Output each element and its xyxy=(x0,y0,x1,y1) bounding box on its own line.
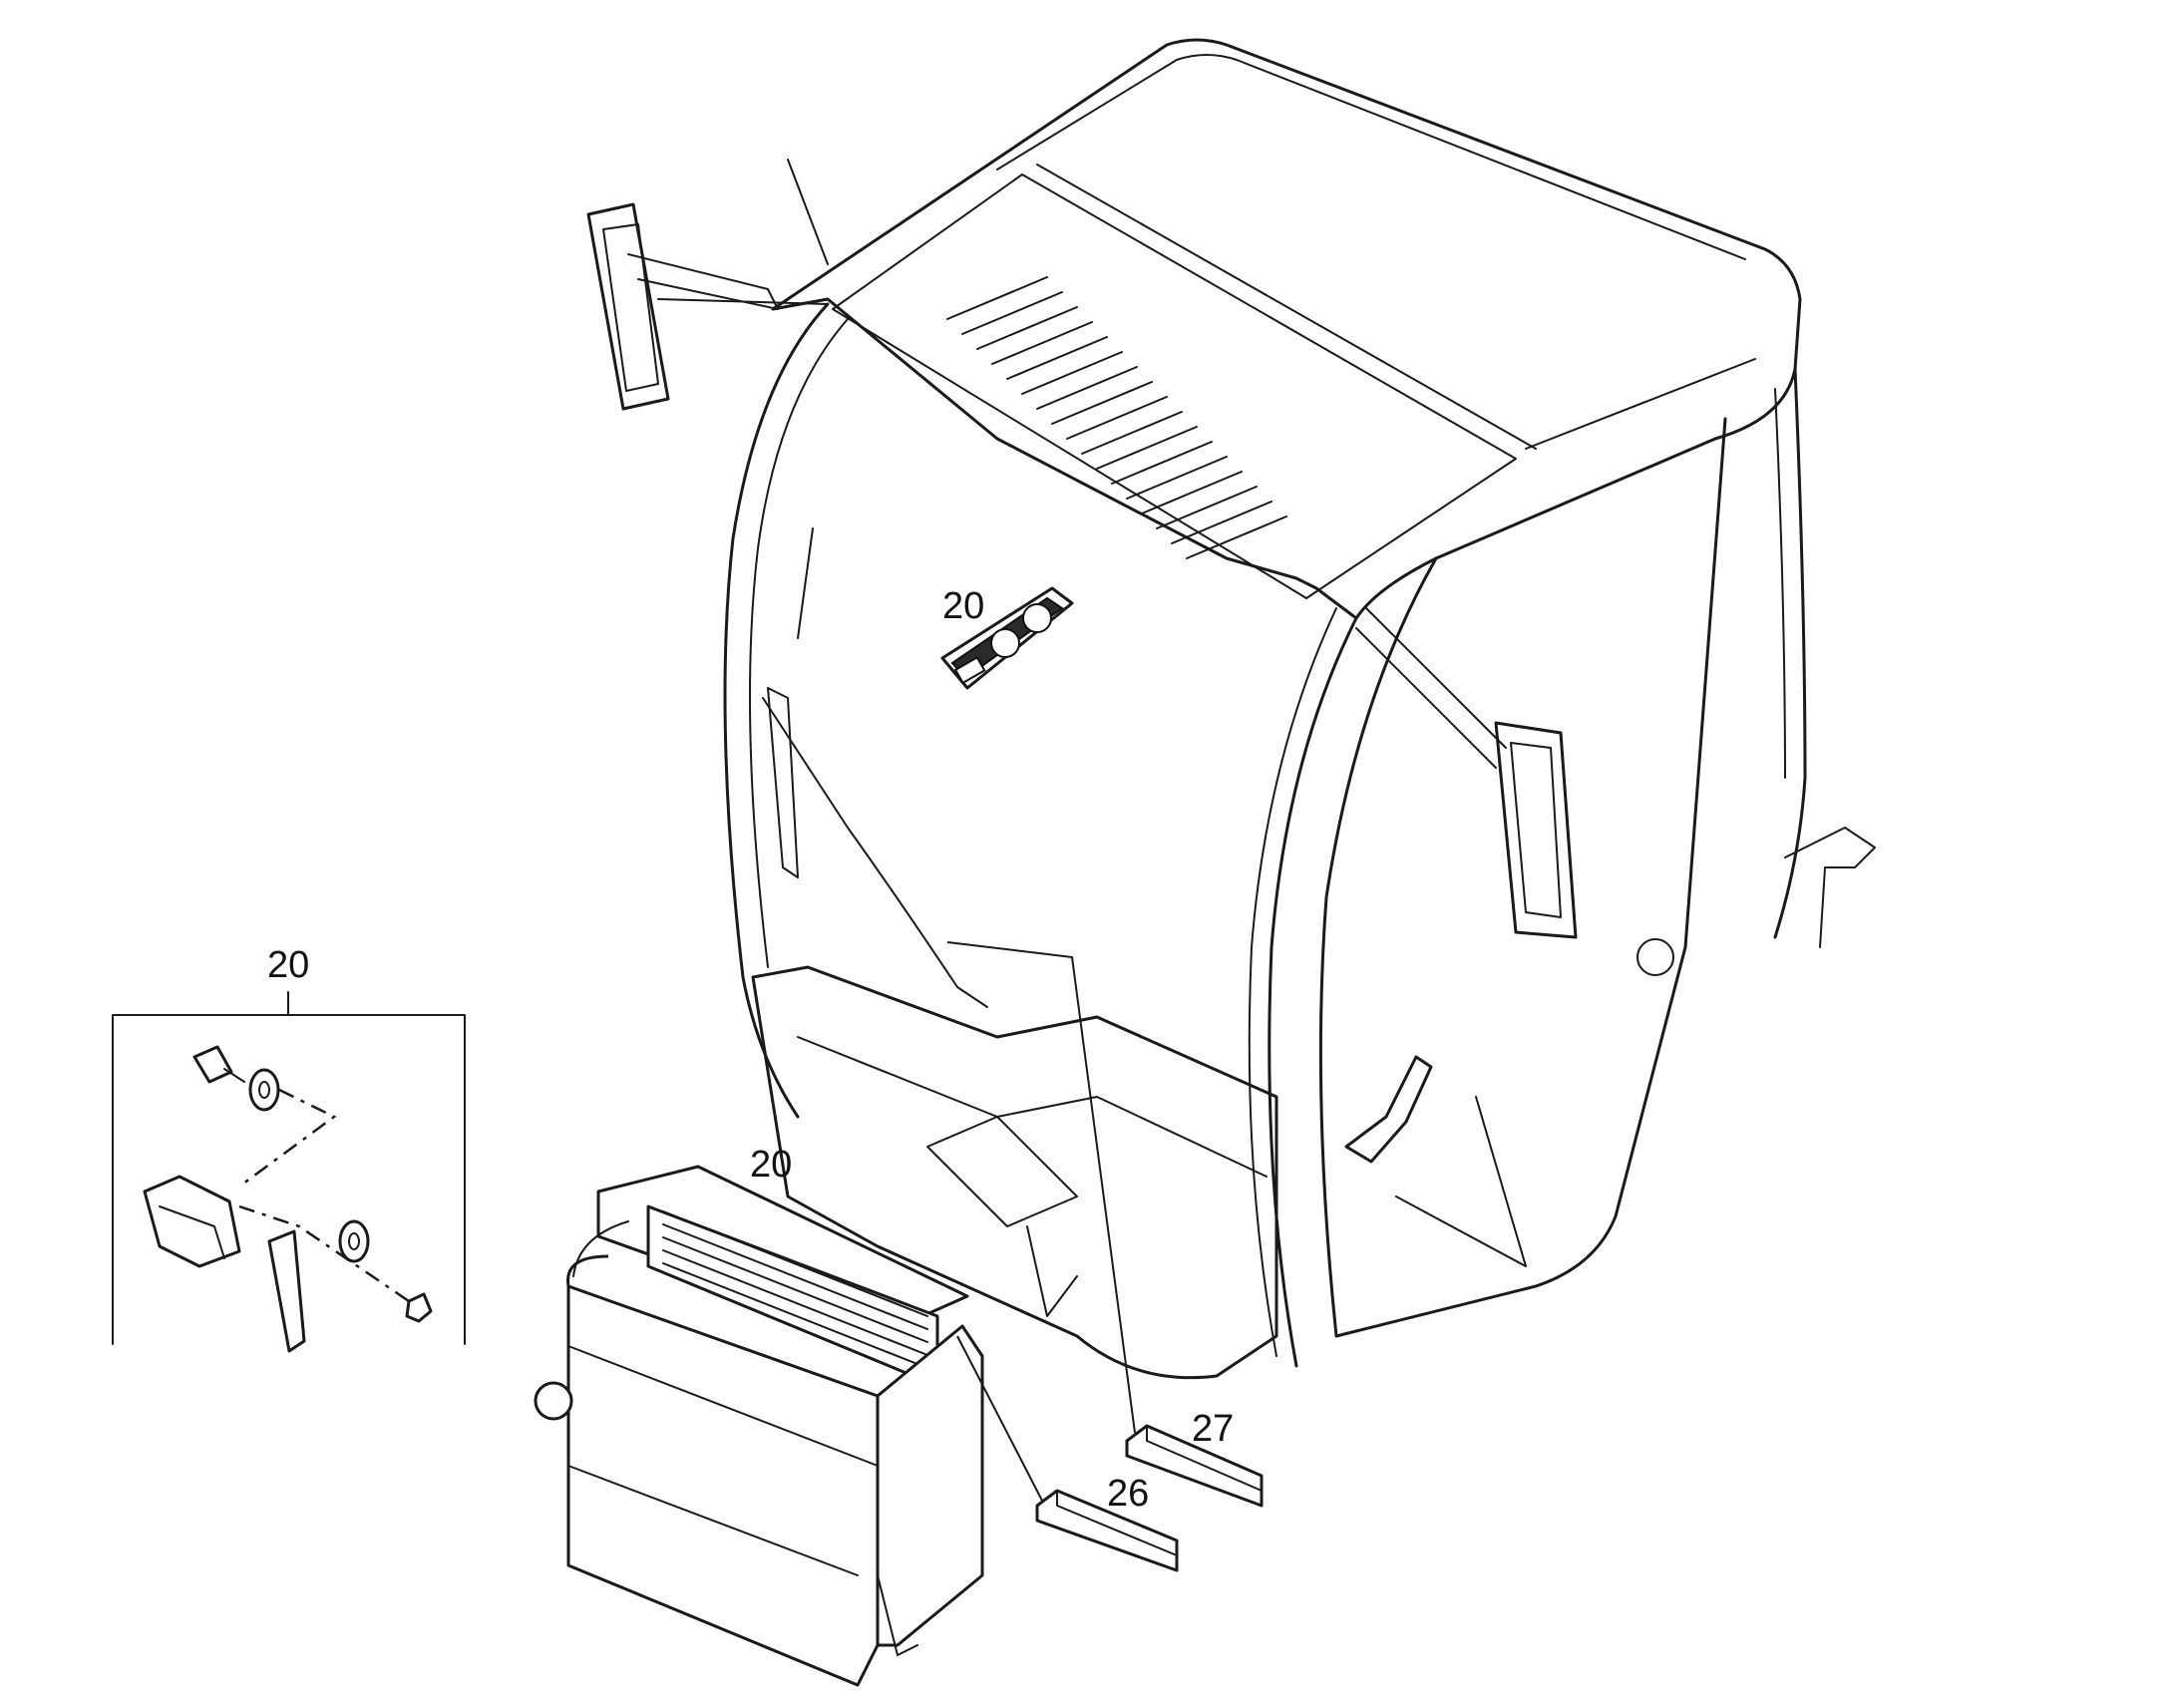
heater-unit xyxy=(534,1165,984,1687)
callout-control-panel: 20 xyxy=(942,585,984,627)
leader-27 xyxy=(946,941,1136,1434)
callout-filter-26: 26 xyxy=(1107,1473,1149,1515)
filter-26 xyxy=(1035,1489,1179,1572)
leader-26 xyxy=(956,1335,1043,1502)
antenna xyxy=(787,159,829,265)
callout-filter-27: 27 xyxy=(1192,1408,1234,1450)
callout-valve-kit: 20 xyxy=(267,944,309,986)
cab-body xyxy=(723,38,1807,1380)
filter-27 xyxy=(1125,1424,1264,1508)
roof-vents xyxy=(946,276,1287,559)
left-mirror xyxy=(586,202,829,411)
rear-bracket xyxy=(1784,827,1876,948)
callout-heater-unit: 20 xyxy=(750,1144,792,1186)
control-panel xyxy=(940,586,1074,690)
valve-kit-box xyxy=(112,991,466,1353)
right-mirror xyxy=(1355,607,1578,939)
